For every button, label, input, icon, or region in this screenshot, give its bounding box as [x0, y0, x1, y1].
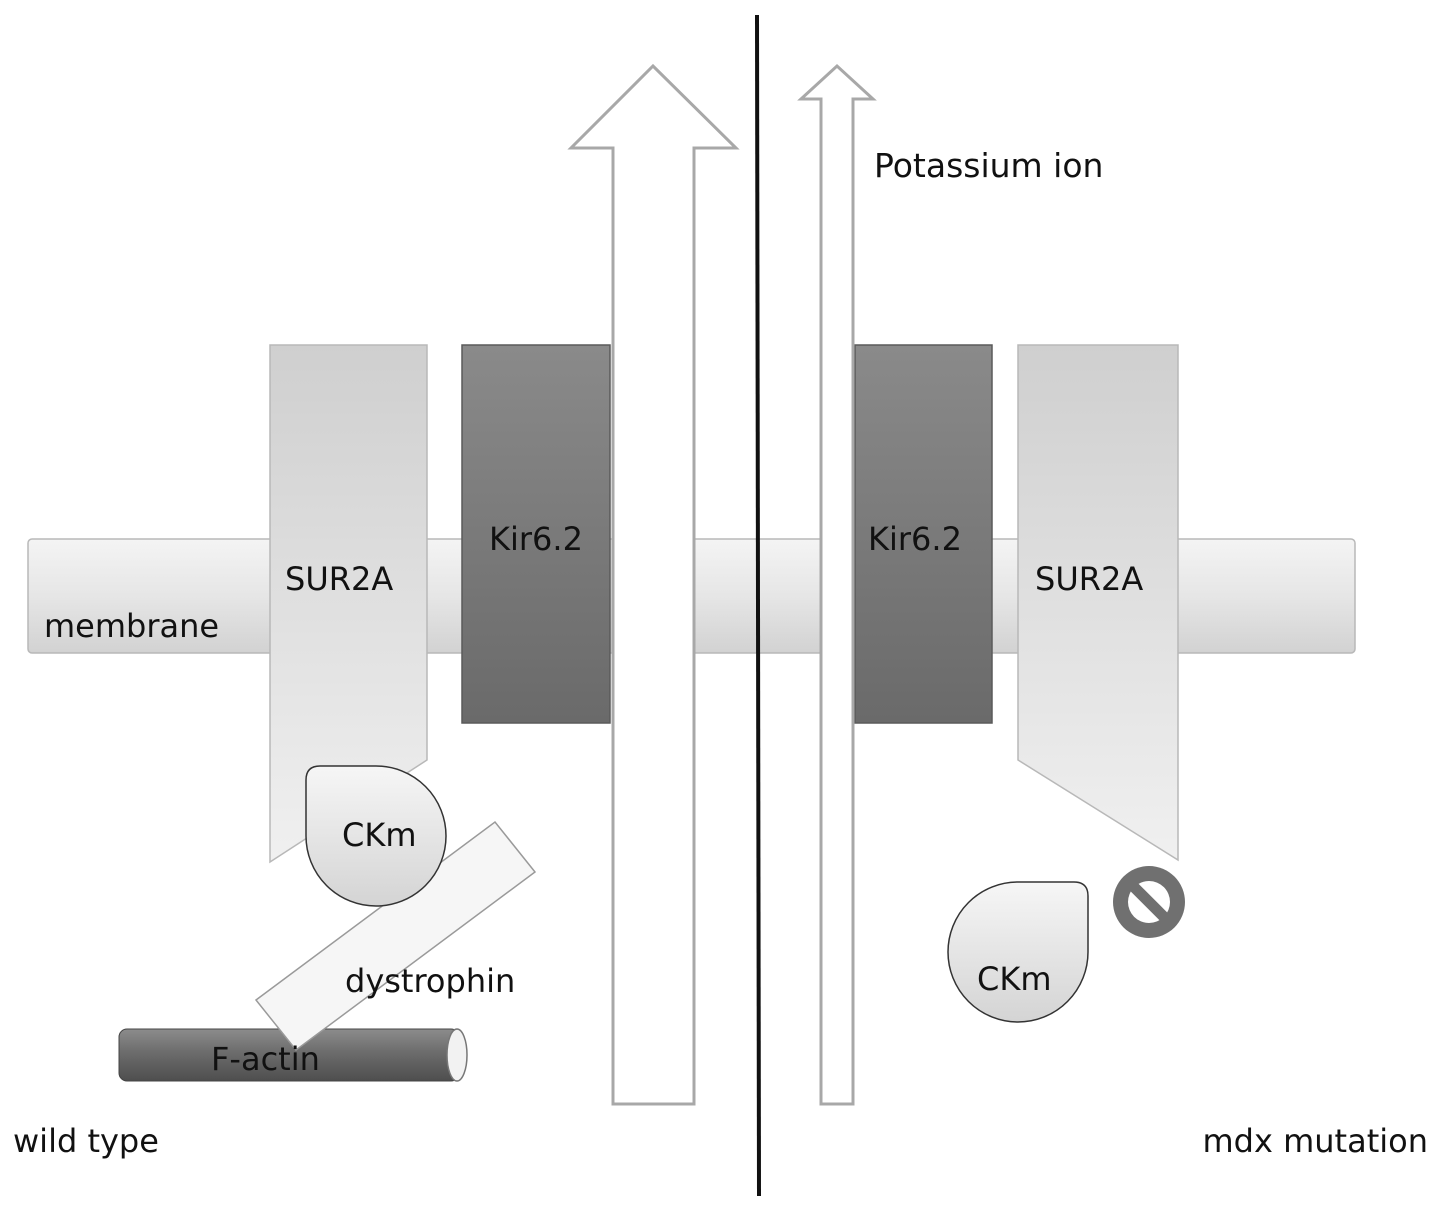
- ckm-left-label: CKm: [342, 816, 417, 854]
- dystrophin-label: dystrophin: [345, 962, 515, 1000]
- potassium-flux-arrow-small: [797, 63, 877, 1106]
- ckm-right-enzyme: [947, 881, 1089, 1023]
- potassium-flux-arrow-large: [567, 63, 740, 1106]
- no-entry-icon: [1113, 866, 1185, 938]
- ckm-left-enzyme: [305, 765, 447, 907]
- f-actin-label: F-actin: [211, 1040, 320, 1078]
- membrane-label: membrane: [44, 607, 219, 645]
- kir62-right-label: Kir6.2: [868, 520, 962, 558]
- kir62-left-label: Kir6.2: [489, 520, 583, 558]
- sur2a-right-shape: [1017, 344, 1179, 862]
- sur2a-left-label: SUR2A: [285, 560, 393, 598]
- kir62-left-block: [461, 344, 611, 724]
- divider-line: [755, 14, 761, 1197]
- wild-type-label: wild type: [13, 1122, 159, 1160]
- potassium-ion-label: Potassium ion: [874, 146, 1103, 185]
- sur2a-left-shape: [269, 344, 428, 864]
- kir62-right-block: [854, 344, 993, 724]
- mdx-mutation-label: mdx mutation: [1203, 1122, 1429, 1160]
- ckm-right-label: CKm: [977, 960, 1052, 998]
- sur2a-right-label: SUR2A: [1035, 560, 1143, 598]
- f-actin-filament: [118, 1028, 468, 1082]
